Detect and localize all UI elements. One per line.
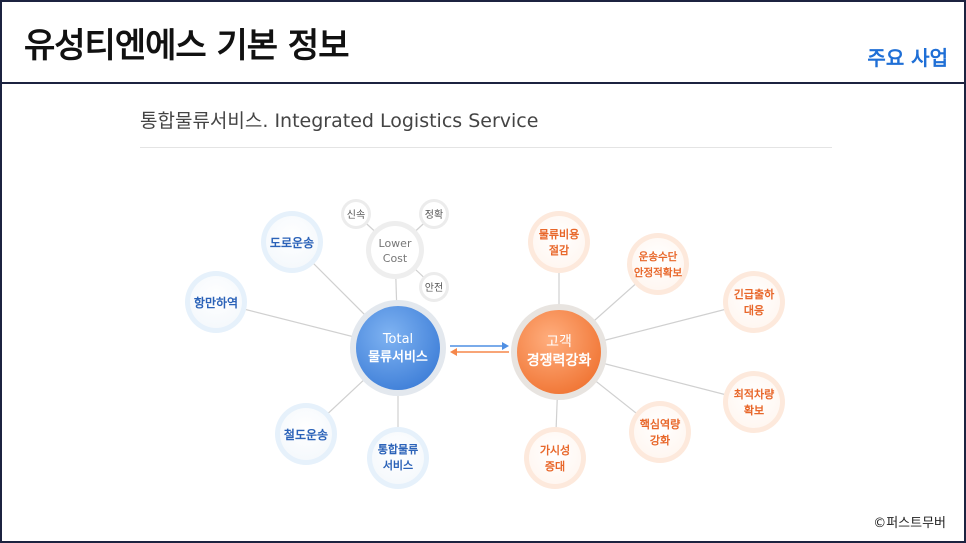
label-r-vehicle-1: 최적차량	[734, 387, 774, 401]
hub-right-line1: 고객	[546, 334, 572, 350]
exchange-arrows	[450, 342, 509, 356]
label-road: 도로운송	[270, 235, 314, 250]
hub-customer-competitiveness: 고객 경쟁력강화	[511, 304, 607, 400]
label-r-cost-1: 물류비용	[539, 227, 579, 241]
label-r-visible-1: 가시성	[540, 443, 570, 457]
satellite-visibility: 가시성 증대	[524, 427, 586, 489]
label-lower: Lower	[379, 237, 412, 250]
hub-right-line2: 경쟁력강화	[527, 352, 592, 369]
label-r-urgent-1: 긴급출하	[734, 287, 775, 301]
label-cost: Cost	[383, 252, 408, 265]
satellite-cost-saving: 물류비용 절감	[528, 211, 590, 273]
label-speed: 신속	[347, 209, 365, 221]
satellite-integrated: 통합물류 서비스	[367, 427, 429, 489]
label-r-core-1: 핵심역량	[640, 417, 680, 431]
label-r-cost-2: 절감	[549, 243, 569, 257]
tag-safe: 안전	[419, 272, 449, 302]
hub-total-logistics: Total 물류서비스	[350, 300, 446, 396]
copyright-text: ©퍼스트무버	[873, 516, 946, 531]
label-r-secure-2: 안정적확보	[634, 266, 683, 279]
divider	[140, 147, 832, 148]
label-r-visible-2: 증대	[545, 459, 565, 473]
tag-speed: 신속	[341, 199, 371, 229]
satellite-optimal-vehicle: 최적차량 확보	[723, 371, 785, 433]
label-r-secure-1: 운송수단	[639, 250, 678, 263]
slide-header: 유성티엔에스 기본 정보 주요 사업	[2, 2, 964, 84]
label-r-vehicle-2: 확보	[744, 403, 764, 417]
diagram-subtitle: 통합물류서비스. Integrated Logistics Service	[140, 110, 539, 132]
arrow-left-icon	[450, 348, 457, 356]
arrow-right-icon	[502, 342, 509, 350]
hub-left-line1: Total	[382, 332, 413, 347]
satellite-urgent-shipping: 긴급출하 대응	[723, 271, 785, 333]
satellite-rail: 철도운송	[275, 403, 337, 465]
satellite-transport-secure: 운송수단 안정적확보	[627, 233, 689, 295]
satellite-port: 항만하역	[185, 271, 247, 333]
page-title: 유성티엔에스 기본 정보	[24, 26, 349, 66]
section-label: 주요 사업	[867, 46, 948, 70]
label-integ-2: 서비스	[383, 458, 413, 472]
satellite-road: 도로운송	[261, 211, 323, 273]
lower-cost-node: Lower Cost	[366, 221, 424, 279]
tag-exact: 정확	[419, 199, 449, 229]
label-exact: 정확	[425, 209, 443, 221]
satellite-core-competency: 핵심역량 강화	[629, 401, 691, 463]
label-safe: 안전	[425, 282, 443, 294]
label-r-core-2: 강화	[650, 433, 670, 447]
label-rail: 철도운송	[284, 427, 328, 442]
label-r-urgent-2: 대응	[744, 303, 764, 317]
label-integ-1: 통합물류	[378, 442, 418, 456]
label-port: 항만하역	[194, 295, 238, 310]
hub-left-line2: 물류서비스	[368, 350, 428, 365]
